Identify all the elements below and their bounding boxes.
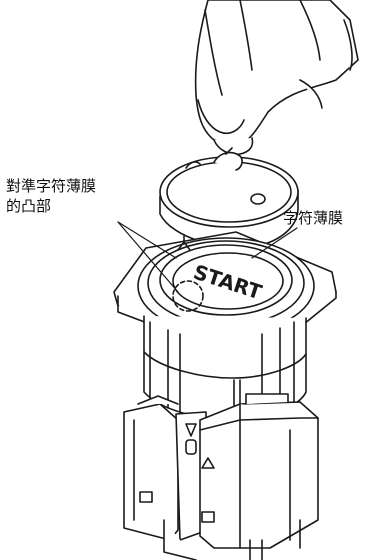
character-film-label: 字符薄膜 (283, 209, 344, 227)
hand-illustration (194, 0, 359, 156)
callout-leader-lines (117, 221, 298, 293)
character-film: START (172, 235, 284, 312)
button-cap (159, 147, 299, 249)
up-triangle-marker (201, 457, 215, 469)
align-label-line-2: 的凸部 (6, 197, 52, 215)
align-protrusion-label: 對準字符薄膜 的凸部 (6, 176, 96, 216)
down-triangle-marker (185, 423, 197, 437)
alignment-mark-circle (172, 280, 204, 312)
align-label-line-1: 對準字符薄膜 (6, 177, 97, 195)
contact-block (123, 393, 319, 560)
